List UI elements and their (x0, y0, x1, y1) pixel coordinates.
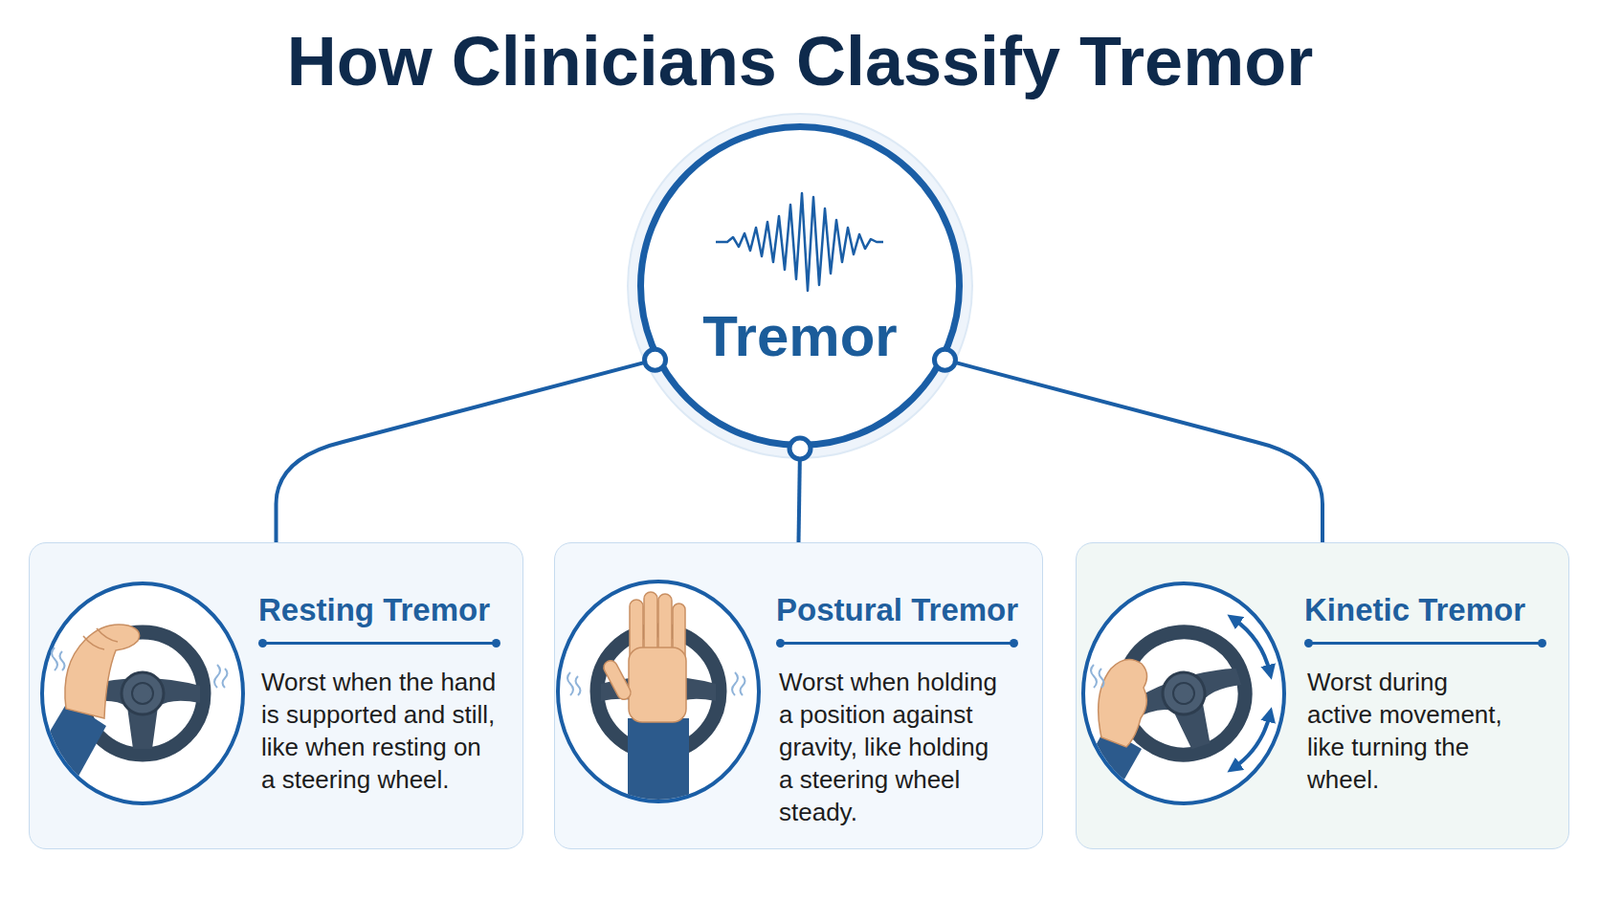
connector-line (799, 448, 801, 543)
joint-dot (789, 438, 811, 460)
motion-marks (1090, 665, 1105, 689)
finger (672, 603, 686, 662)
illustration-frame (1083, 583, 1285, 804)
finger (658, 594, 672, 660)
sleeve (18, 701, 107, 817)
finger (629, 600, 644, 662)
motion-marks (51, 647, 66, 671)
connector-line (944, 359, 1323, 543)
diagram-title: How Clinicians Classify Tremor (0, 21, 1600, 102)
category-card: Kinetic TremorWorst during active moveme… (1075, 542, 1570, 850)
heading-rule (778, 642, 1016, 645)
card-description: Worst when holding a position against gr… (778, 666, 1009, 829)
sleeve (627, 718, 689, 824)
joint-dot (644, 349, 667, 371)
card-heading: Resting Tremor (258, 591, 490, 630)
resting-illustration (18, 583, 244, 817)
steering-wheel (1106, 616, 1261, 771)
category-card: Postural TremorWorst when holding a posi… (554, 542, 1044, 850)
finger (644, 592, 658, 660)
card-description: Worst when the hand is supported and sti… (261, 666, 499, 797)
illustration-frame (557, 581, 759, 802)
rotation-arrow (1233, 714, 1270, 769)
motion-marks (732, 672, 746, 696)
hand (65, 624, 140, 719)
postural-illustration (557, 581, 759, 824)
card-heading: Kinetic Tremor (1304, 591, 1526, 630)
topic-label: Tremor (644, 303, 956, 371)
palm (628, 647, 687, 723)
steering-wheel (81, 632, 204, 756)
sleeve (1066, 728, 1142, 821)
thumb (600, 658, 633, 702)
heading-rule (1307, 642, 1544, 645)
motion-marks (214, 665, 228, 689)
card-description: Worst during active movement, like turni… (1307, 666, 1509, 797)
kinetic-illustration (1066, 583, 1285, 821)
steering-wheel (597, 630, 720, 754)
waveform-symbol (715, 193, 884, 291)
illustration-frame (42, 583, 244, 804)
connector-line (276, 359, 656, 543)
motion-marks (567, 672, 581, 696)
hand (1098, 660, 1148, 748)
finger-lines (83, 628, 118, 650)
joint-dot (933, 349, 956, 371)
topic-circle: Tremor (637, 123, 963, 449)
rotation-arrow (1233, 619, 1270, 673)
category-card: Resting TremorWorst when the hand is sup… (28, 542, 524, 850)
heading-rule (261, 642, 498, 645)
card-heading: Postural Tremor (776, 591, 1019, 630)
